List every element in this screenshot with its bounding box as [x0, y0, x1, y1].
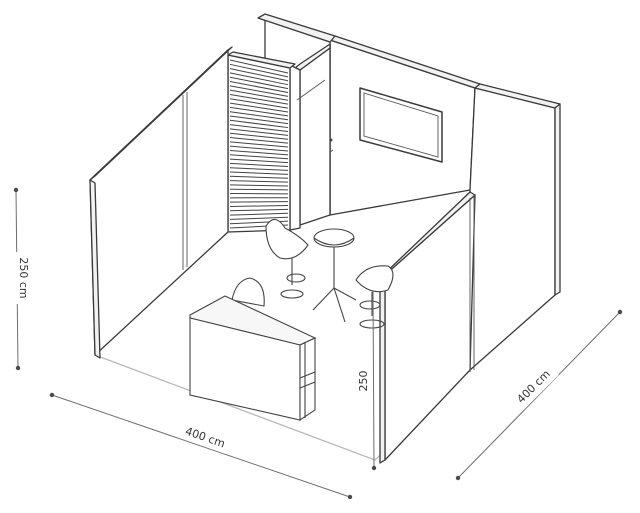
slat-line [229, 180, 289, 183]
counter-stool [231, 277, 265, 307]
slat-line [229, 184, 289, 187]
slat-line [229, 68, 289, 82]
slat-line [229, 162, 289, 168]
height-dimension: 250 cm [8, 187, 30, 371]
slat-line [229, 72, 289, 86]
slat-line [229, 81, 289, 93]
front-right-wall [379, 191, 476, 464]
height-label: 250 cm [17, 257, 30, 298]
slat-line [229, 119, 289, 129]
slat-line [229, 98, 289, 109]
slat-line [229, 171, 289, 175]
slat-line [229, 111, 289, 121]
wall-height-dimension: 250 [355, 289, 377, 471]
slat-line [229, 175, 289, 179]
slat-line [229, 76, 289, 90]
slat-line [229, 89, 289, 101]
slat-line [229, 212, 289, 216]
reception-counter [189, 295, 317, 422]
slat-line [229, 132, 289, 140]
slat-line [229, 208, 289, 212]
slat-line [229, 115, 289, 125]
bar-stool-right [355, 265, 394, 329]
slat-line [229, 167, 289, 171]
slat-line [229, 201, 289, 203]
right-back-wall [469, 83, 561, 371]
slat-line [229, 158, 289, 164]
slat-line [229, 128, 289, 136]
slat-line [229, 216, 289, 220]
slat-line [229, 137, 289, 144]
left-wall [89, 46, 233, 359]
slat-line [229, 149, 289, 156]
bar-table [312, 228, 357, 323]
slat-line [229, 188, 289, 191]
slat-line [229, 85, 289, 97]
slat-line [229, 205, 289, 207]
slat-line [229, 154, 289, 160]
slat-line [229, 102, 289, 113]
slat-line [229, 59, 289, 74]
slatwall-panel [227, 51, 296, 233]
slat-line [229, 124, 289, 132]
slat-line [229, 93, 289, 105]
slat-line [229, 145, 289, 152]
slat-line [229, 63, 289, 78]
door-handle-icon [329, 138, 333, 142]
bar-stool-back [265, 218, 309, 299]
slat-line [229, 106, 289, 117]
slat-line [229, 141, 289, 148]
wall-monitor [359, 87, 443, 163]
wall-height-label: 250 [357, 371, 370, 392]
